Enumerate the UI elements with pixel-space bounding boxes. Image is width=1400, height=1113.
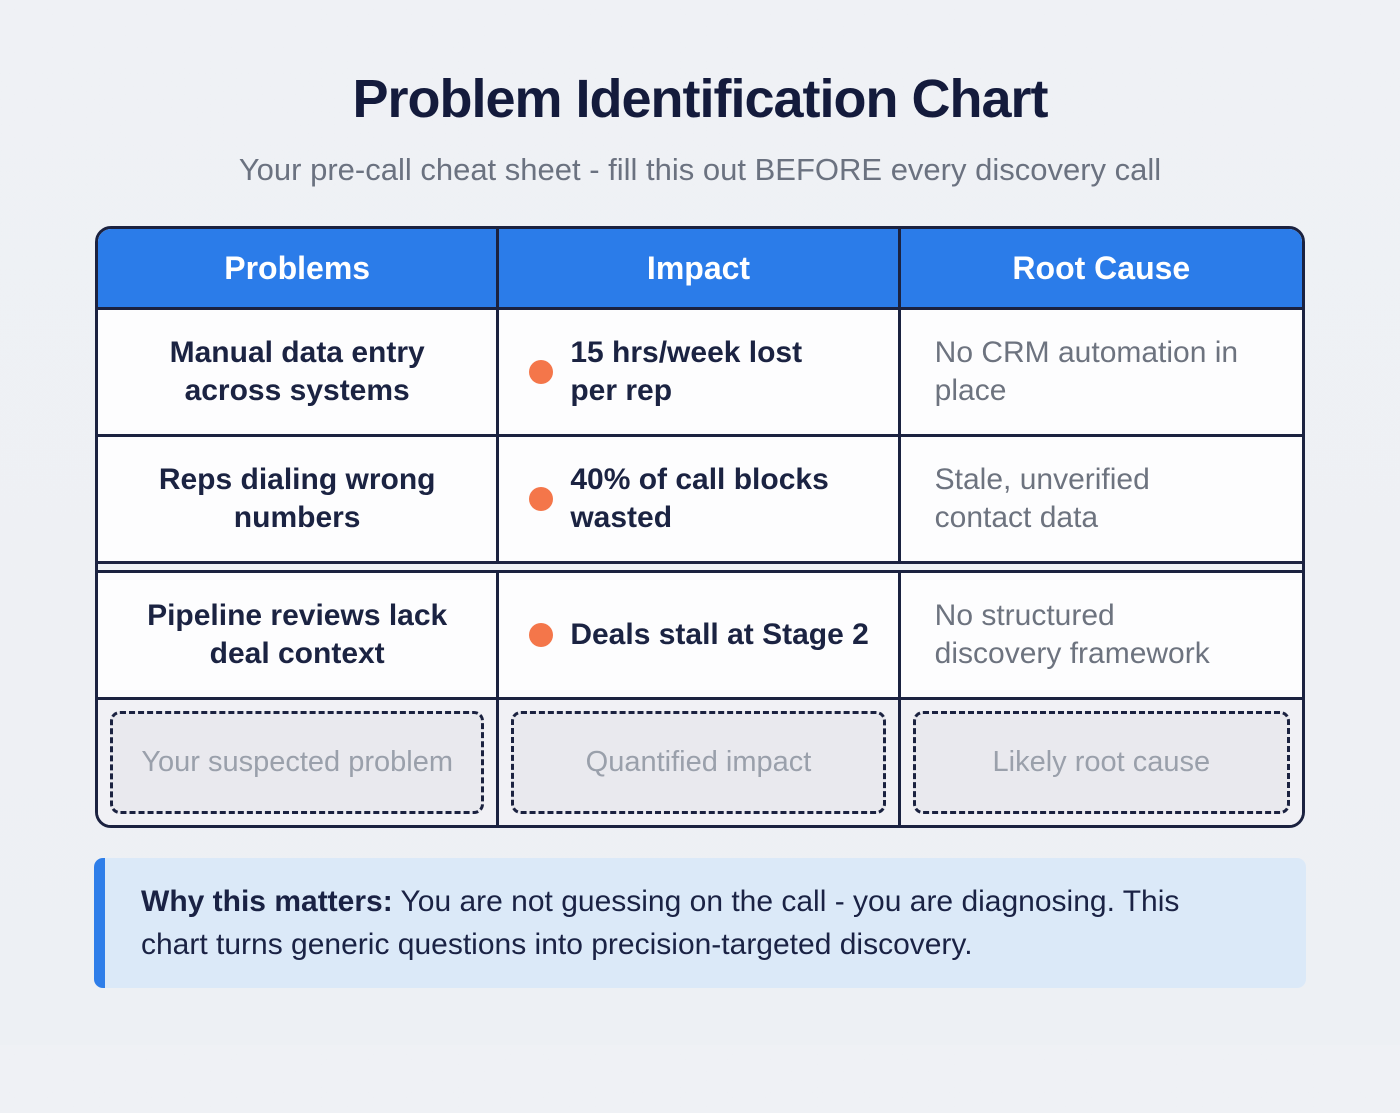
placeholder-row: Your suspected problem Quantified impact… bbox=[98, 697, 1302, 825]
cell-root-cause: No CRM automation in place bbox=[934, 335, 1239, 407]
impact-bullet-icon bbox=[529, 360, 554, 384]
page: Problem Identification Chart Your pre-ca… bbox=[0, 68, 1400, 1113]
cell-root-cause: Stale, unverified contact data bbox=[934, 462, 1150, 534]
callout-accent-bar bbox=[94, 858, 105, 988]
header-cell-root-cause: Root Cause bbox=[1012, 249, 1191, 286]
why-this-matters-callout: Why this matters: You are not guessing o… bbox=[94, 858, 1306, 988]
placeholder-cell: Likely root cause bbox=[901, 700, 1302, 825]
impact-text: Deals stall at Stage 2 bbox=[570, 617, 869, 651]
placeholder-label: Likely root cause bbox=[992, 746, 1211, 778]
callout-body: You are not guessing on the call - you a… bbox=[141, 884, 1180, 962]
page-title: Problem Identification Chart bbox=[352, 69, 1048, 129]
placeholder-cell: Quantified impact bbox=[499, 700, 901, 825]
impact-bullet-icon bbox=[529, 487, 554, 511]
callout-text: Why this matters: You are not guessing o… bbox=[141, 880, 1211, 967]
cell-problem: Pipeline reviews lack deal context bbox=[98, 573, 500, 697]
header-cell-problems: Problems bbox=[98, 229, 500, 307]
callout-lead: Why this matters: bbox=[141, 884, 393, 918]
placeholder-cell: Your suspected problem bbox=[98, 700, 500, 825]
cell-impact: 40% of call blocks wasted bbox=[499, 437, 901, 561]
page-subtitle: Your pre-call cheat sheet - fill this ou… bbox=[238, 152, 1162, 187]
cell-problem: Manual data entry across systems bbox=[98, 310, 500, 434]
section-divider bbox=[98, 561, 1302, 570]
cell-problem: Reps dialing wrong numbers bbox=[98, 437, 500, 561]
cell-impact: Deals stall at Stage 2 bbox=[499, 573, 901, 697]
table-row: Pipeline reviews lack deal context Deals… bbox=[98, 570, 1302, 697]
input-placeholder-root-cause[interactable]: Likely root cause bbox=[912, 711, 1290, 814]
placeholder-label: Your suspected problem bbox=[141, 746, 453, 778]
table-row: Reps dialing wrong numbers 40% of call b… bbox=[98, 434, 1302, 561]
table-row: Manual data entry across systems 15 hrs/… bbox=[98, 307, 1302, 434]
table-header-row: Problems Impact Root Cause bbox=[98, 229, 1302, 307]
impact-text: 15 hrs/week lost per rep bbox=[570, 335, 803, 407]
cell-root-cause: No structured discovery framework bbox=[934, 598, 1210, 670]
placeholder-label: Quantified impact bbox=[585, 746, 812, 778]
problem-table: Problems Impact Root Cause Manual data e… bbox=[95, 226, 1305, 828]
impact-bullet-icon bbox=[529, 623, 554, 647]
input-placeholder-problem[interactable]: Your suspected problem bbox=[110, 711, 485, 814]
header-cell-impact: Impact bbox=[499, 229, 901, 307]
cell-impact: 15 hrs/week lost per rep bbox=[499, 310, 901, 434]
input-placeholder-impact[interactable]: Quantified impact bbox=[511, 711, 886, 814]
callout-content: Why this matters: You are not guessing o… bbox=[105, 858, 1306, 988]
impact-text: 40% of call blocks wasted bbox=[570, 462, 829, 534]
